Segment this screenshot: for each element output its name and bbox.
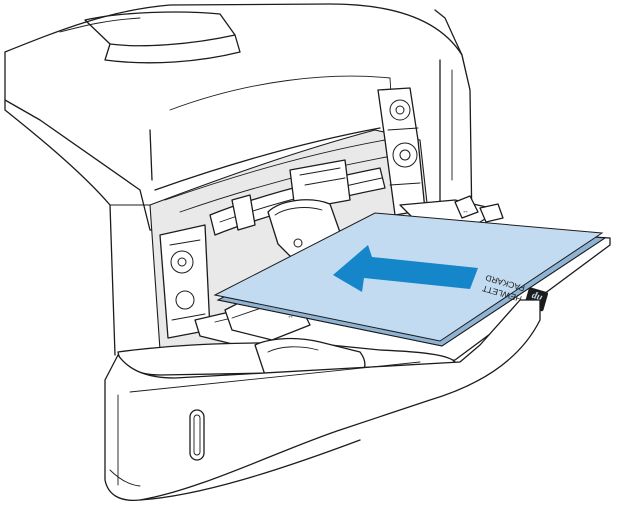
paper-cassette — [104, 299, 541, 501]
paper-brand-mark: hp HEWLETT PACKARD — [481, 273, 549, 312]
guide-mark-right: ↔ — [462, 208, 469, 215]
arrow-right-to-left-icon — [333, 245, 478, 292]
printer-left-edge — [4, 99, 116, 356]
guide-mark-left: ↔ — [287, 313, 294, 320]
cassette-handle-slot[interactable] — [189, 409, 205, 461]
